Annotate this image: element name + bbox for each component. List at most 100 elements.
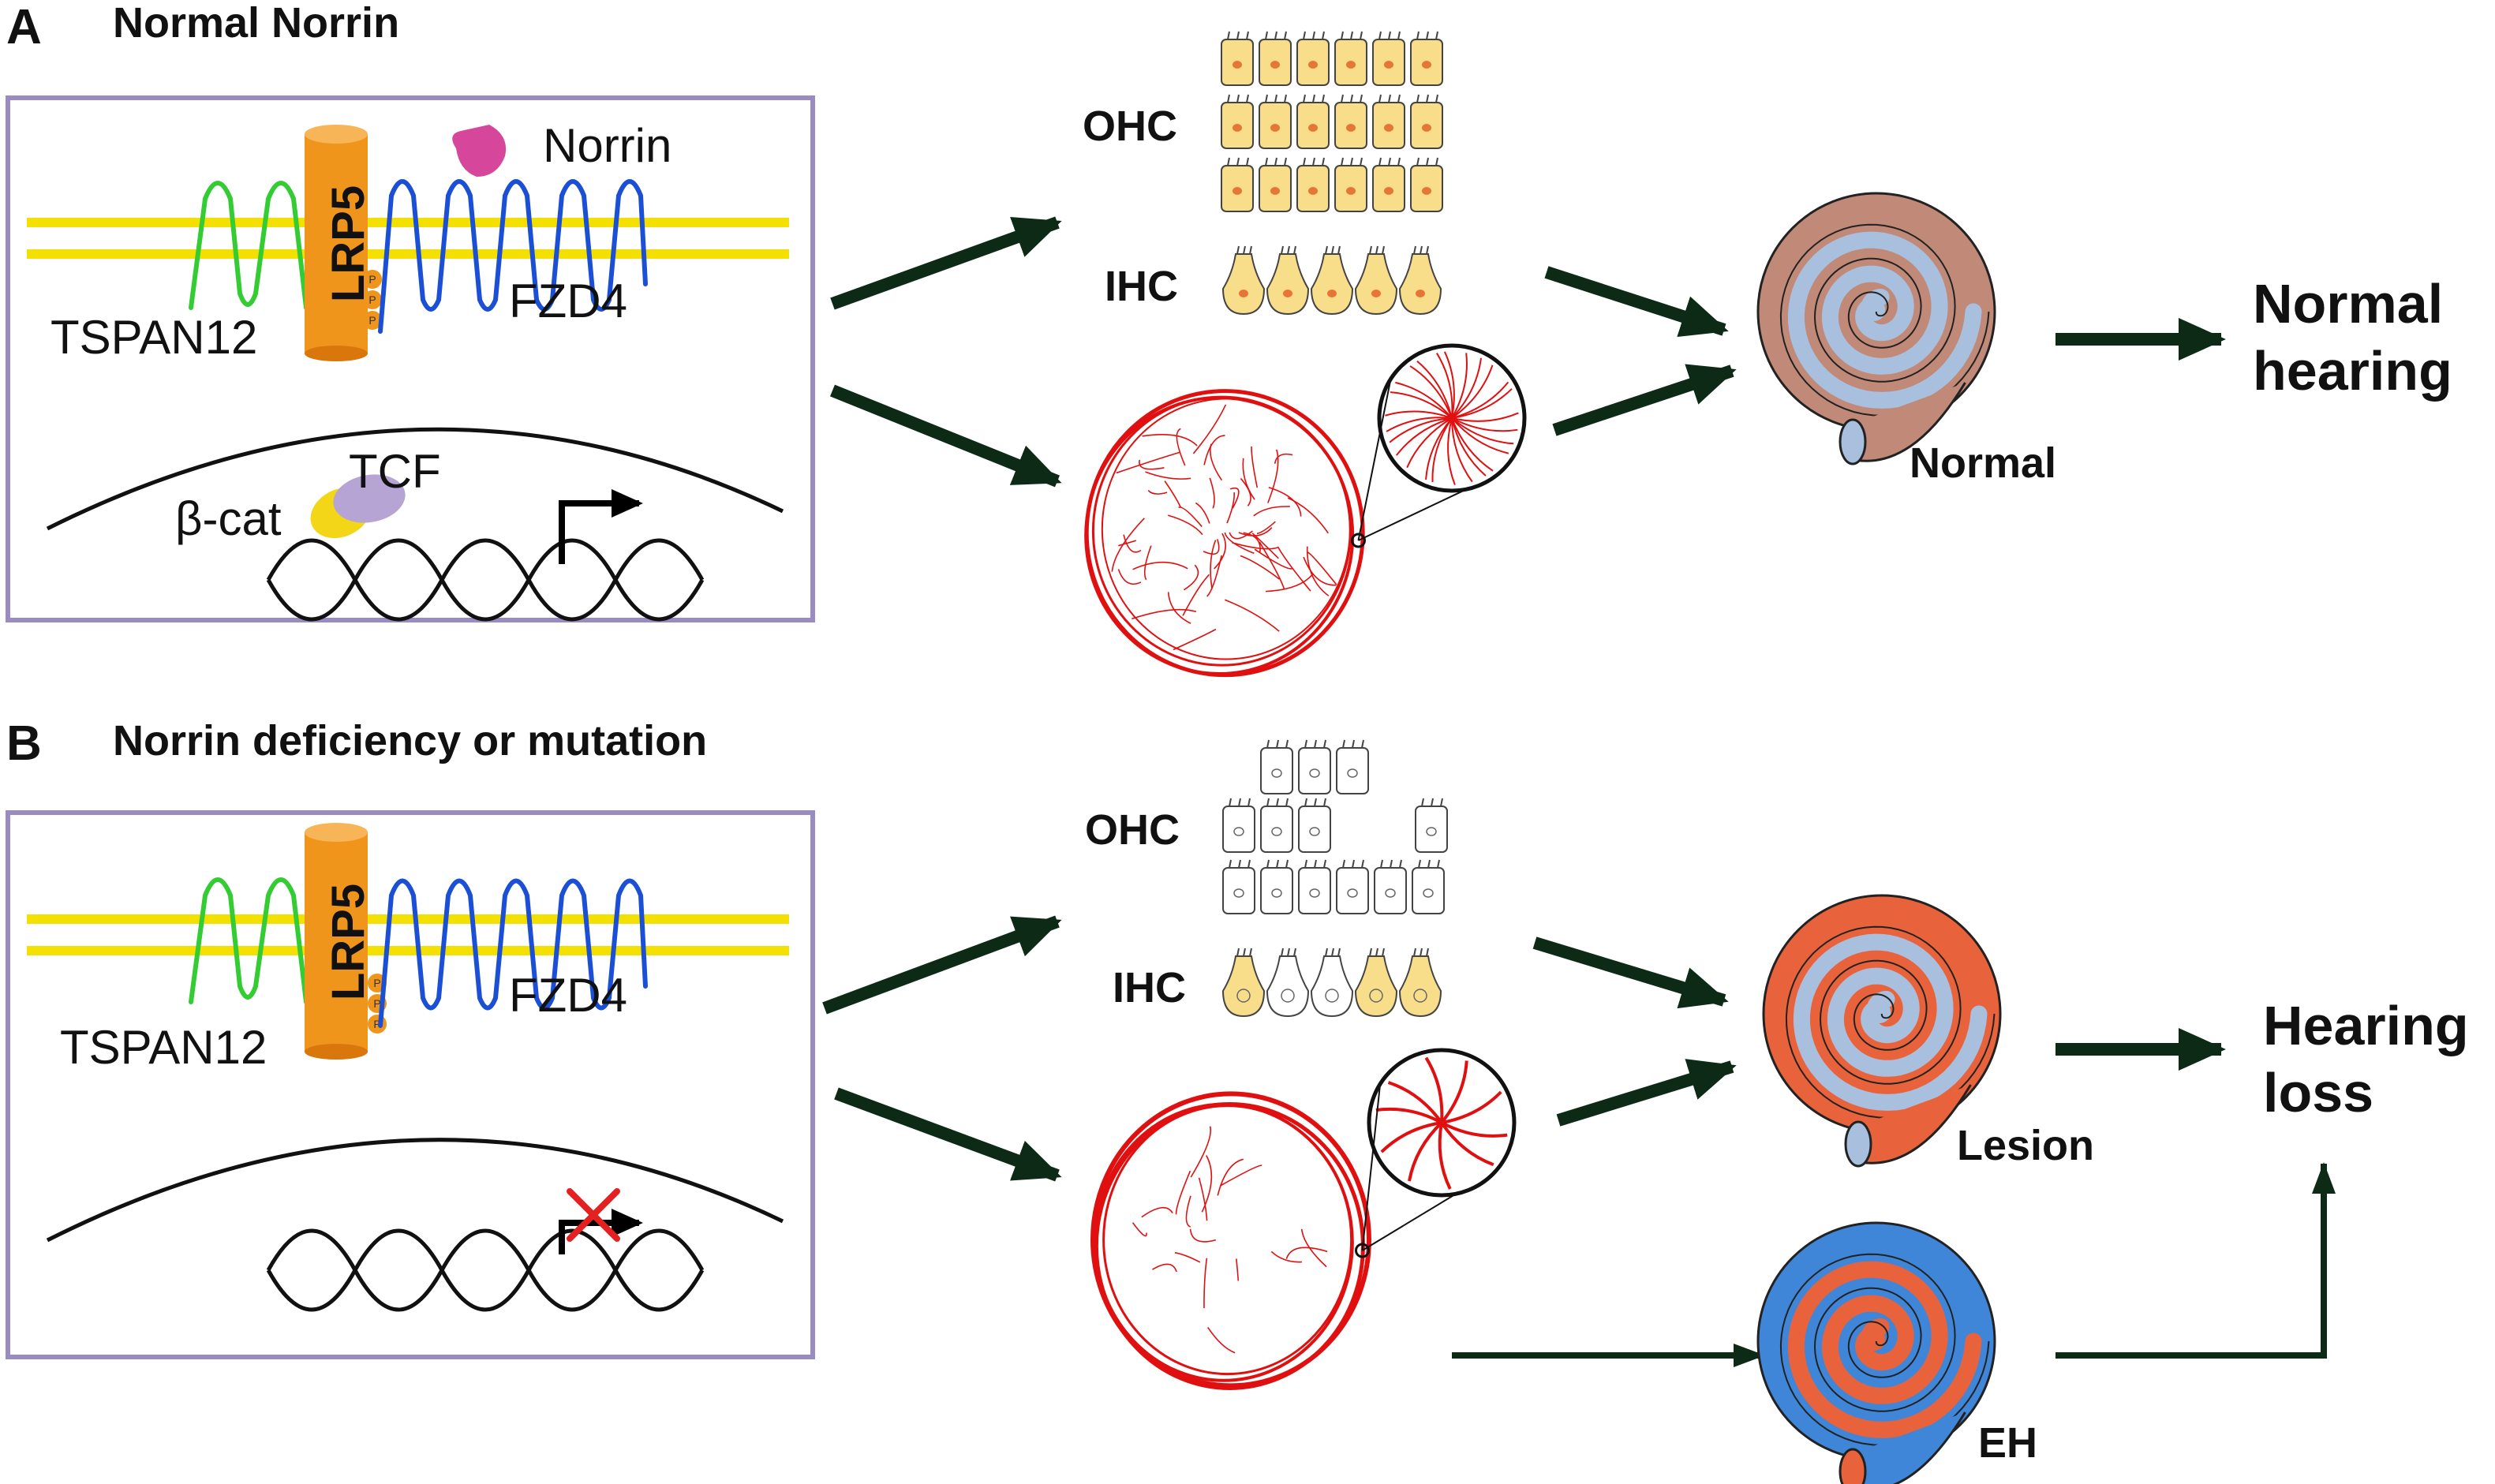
flow-arrow-icon bbox=[822, 915, 1062, 1015]
hair-cell-icon bbox=[1412, 859, 1445, 914]
hair-cell-icon bbox=[1260, 739, 1293, 794]
outcome-loss-line1: Hearing bbox=[2263, 995, 2469, 1056]
hair-cell-icon bbox=[1334, 94, 1367, 149]
hair-cell-icon bbox=[1296, 157, 1330, 212]
phospho-group-a: P P P bbox=[363, 270, 382, 330]
hair-cell-icon bbox=[1398, 245, 1442, 316]
tcf-label: TCF bbox=[349, 445, 441, 498]
hair-cell-icon bbox=[1259, 157, 1292, 212]
panel-b-letter: B bbox=[6, 716, 42, 771]
hair-cell-icon bbox=[1374, 859, 1407, 914]
svg-text:P: P bbox=[373, 997, 380, 1010]
ohc-label-a: OHC bbox=[1083, 103, 1177, 150]
ihc-label-b: IHC bbox=[1113, 964, 1186, 1011]
hair-cell-icon bbox=[1296, 31, 1330, 86]
hair-cell-icon bbox=[1372, 31, 1405, 86]
flow-arrow-icon bbox=[2055, 1162, 2336, 1359]
fzd4-label-a: FZD4 bbox=[509, 275, 627, 327]
fzd4-label-b: FZD4 bbox=[509, 969, 627, 1022]
flow-arrow-icon bbox=[1556, 1059, 1737, 1127]
tcf-blob bbox=[333, 474, 406, 523]
flow-arrow-icon bbox=[830, 384, 1062, 488]
hair-cell-icon bbox=[1266, 245, 1310, 316]
hair-cell-icon bbox=[1334, 157, 1367, 212]
hair-cell-icon bbox=[1372, 94, 1405, 149]
panel-a: P P P bbox=[6, 95, 815, 622]
blocked-x-icon bbox=[567, 1188, 620, 1242]
panel-b: P P P bbox=[6, 810, 815, 1359]
ihc-group-b bbox=[1221, 948, 1442, 1018]
transcription-arrow-icon bbox=[559, 1209, 643, 1254]
membrane-a bbox=[27, 218, 789, 259]
ohc-label-b: OHC bbox=[1085, 806, 1180, 854]
norrin-ligand-icon bbox=[452, 125, 507, 177]
panel-b-frame bbox=[6, 810, 815, 1359]
ohc-group-b bbox=[1222, 739, 1448, 914]
flow-arrow-icon bbox=[1544, 266, 1729, 338]
flow-arrow-icon bbox=[1552, 364, 1737, 436]
hair-cell-icon bbox=[1415, 798, 1448, 853]
hair-cell-icon bbox=[1310, 245, 1354, 316]
hair-cell-icon bbox=[1410, 157, 1443, 212]
hair-cell-icon bbox=[1310, 948, 1354, 1018]
hair-cell-icon bbox=[1354, 245, 1398, 316]
retina-vessel-icon bbox=[1084, 343, 1527, 678]
ohc-group-a bbox=[1221, 31, 1443, 212]
hair-cell-icon bbox=[1221, 948, 1266, 1018]
hair-cell-icon bbox=[1260, 798, 1293, 853]
panel-a-letter: A bbox=[6, 0, 42, 54]
flow-arrow-icon bbox=[830, 216, 1062, 310]
hair-cell-icon bbox=[1298, 739, 1331, 794]
ihc-label-a: IHC bbox=[1105, 263, 1178, 310]
outcome-loss-line2: loss bbox=[2263, 1062, 2374, 1124]
fzd4-protein-b bbox=[378, 878, 648, 1028]
svg-text:P: P bbox=[368, 314, 376, 327]
hair-cell-icon bbox=[1296, 94, 1330, 149]
hair-cell-icon bbox=[1336, 739, 1369, 794]
hair-cell-icon bbox=[1354, 948, 1398, 1018]
tspan12-protein-a bbox=[189, 181, 309, 310]
hair-cell-icon bbox=[1410, 94, 1443, 149]
lrp5-cylinder-icon bbox=[305, 823, 368, 1060]
cochlea-lesion-label: Lesion bbox=[1957, 1122, 2095, 1169]
hair-cell-icon bbox=[1259, 31, 1292, 86]
cochlea-spiral-icon bbox=[1756, 1221, 1996, 1484]
outcome-normal-line2: hearing bbox=[2253, 340, 2452, 402]
hair-cell-icon bbox=[1266, 948, 1310, 1018]
svg-text:P: P bbox=[368, 293, 376, 306]
norrin-label: Norrin bbox=[543, 119, 672, 172]
svg-text:P: P bbox=[368, 273, 376, 286]
cochlea-normal-label: Normal bbox=[1910, 439, 2057, 487]
nuclear-envelope-a bbox=[46, 427, 784, 531]
hair-cell-icon bbox=[1259, 94, 1292, 149]
lrp5-label-b: LRP5 bbox=[323, 883, 375, 1001]
panel-a-frame bbox=[6, 95, 815, 622]
beta-catenin-label: β-cat bbox=[175, 492, 282, 545]
hair-cell-icon bbox=[1221, 157, 1254, 212]
nuclear-envelope-b bbox=[46, 1138, 784, 1243]
lrp5-label-a: LRP5 bbox=[323, 185, 375, 303]
hair-cell-icon bbox=[1334, 31, 1367, 86]
cochlea-eh-label: EH bbox=[1978, 1419, 2038, 1467]
ihc-group-a bbox=[1221, 245, 1442, 316]
flow-arrow-icon bbox=[834, 1087, 1062, 1182]
outcome-normal-hearing: Normal hearing bbox=[2253, 271, 2452, 406]
panel-b-title: Norrin deficiency or mutation bbox=[113, 717, 708, 764]
hair-cell-icon bbox=[1260, 859, 1293, 914]
svg-text:P: P bbox=[373, 977, 380, 989]
tspan12-label-b: TSPAN12 bbox=[60, 1021, 267, 1074]
hair-cell-icon bbox=[1398, 948, 1442, 1018]
flow-arrow-icon bbox=[1532, 936, 1729, 1009]
hair-cell-icon bbox=[1221, 94, 1254, 149]
hair-cell-icon bbox=[1410, 31, 1443, 86]
hair-cell-icon bbox=[1222, 859, 1255, 914]
hair-cell-icon bbox=[1221, 31, 1254, 86]
transcription-arrow-icon bbox=[559, 489, 643, 564]
membrane-b bbox=[27, 914, 789, 955]
tspan12-label-a: TSPAN12 bbox=[50, 311, 258, 364]
outcome-normal-line1: Normal bbox=[2253, 273, 2444, 335]
dna-helix-icon bbox=[266, 538, 705, 622]
hair-cell-icon bbox=[1336, 859, 1369, 914]
svg-text:P: P bbox=[373, 1018, 380, 1030]
